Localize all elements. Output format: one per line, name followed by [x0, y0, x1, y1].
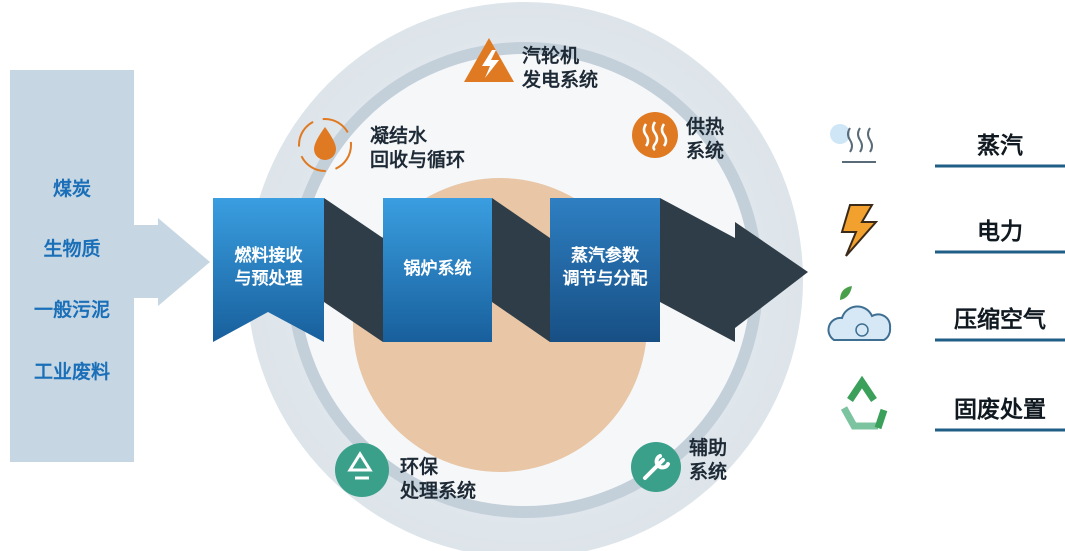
output-label-steam: 蒸汽 — [977, 133, 1023, 159]
ring-label-condensate: 凝结水 回收与循环 — [370, 125, 466, 171]
steam-icon — [830, 124, 876, 163]
process-label-boiler: 锅炉系统 — [403, 259, 472, 279]
process-box-2 — [383, 198, 492, 342]
process-box-1 — [213, 198, 324, 342]
fuel-label-coal: 煤炭 — [52, 178, 91, 200]
fuel-label-industrial-waste: 工业废料 — [33, 361, 110, 383]
lightning-icon — [840, 204, 879, 257]
ring-label-auxiliary: 辅助 系统 — [689, 437, 728, 483]
output-label-compressed-air: 压缩空气 — [954, 307, 1046, 333]
water-drop-cycle-icon — [298, 118, 352, 172]
wrench-icon — [631, 442, 681, 492]
output-label-solid-waste: 固废处置 — [954, 397, 1046, 423]
fuel-label-sludge: 一般污泥 — [33, 299, 110, 321]
ring-label-turbine: 汽轮机 发电系统 — [522, 45, 599, 91]
lightning-warning-icon — [464, 38, 514, 82]
recycle-leaf-icon — [335, 443, 389, 497]
ring-label-environmental: 环保 处理系统 — [400, 456, 477, 502]
fuel-panel — [10, 70, 134, 462]
heat-waves-icon — [632, 112, 678, 158]
output-label-power: 电力 — [977, 219, 1023, 245]
process-label-fuel-receiving: 燃料接收 与预处理 — [234, 246, 303, 289]
process-box-3 — [550, 198, 660, 342]
cloud-leaf-icon — [827, 286, 892, 341]
ring-label-heating: 供热 系统 — [686, 116, 725, 162]
output-arrow — [660, 198, 808, 342]
fuel-arrow — [134, 218, 210, 306]
fuel-label-biomass: 生物质 — [43, 238, 101, 260]
connector-2 — [492, 198, 550, 342]
recycle-icon — [840, 375, 888, 430]
connector-1 — [324, 198, 383, 342]
process-label-steam-distribution: 蒸汽参数 调节与分配 — [562, 246, 648, 289]
